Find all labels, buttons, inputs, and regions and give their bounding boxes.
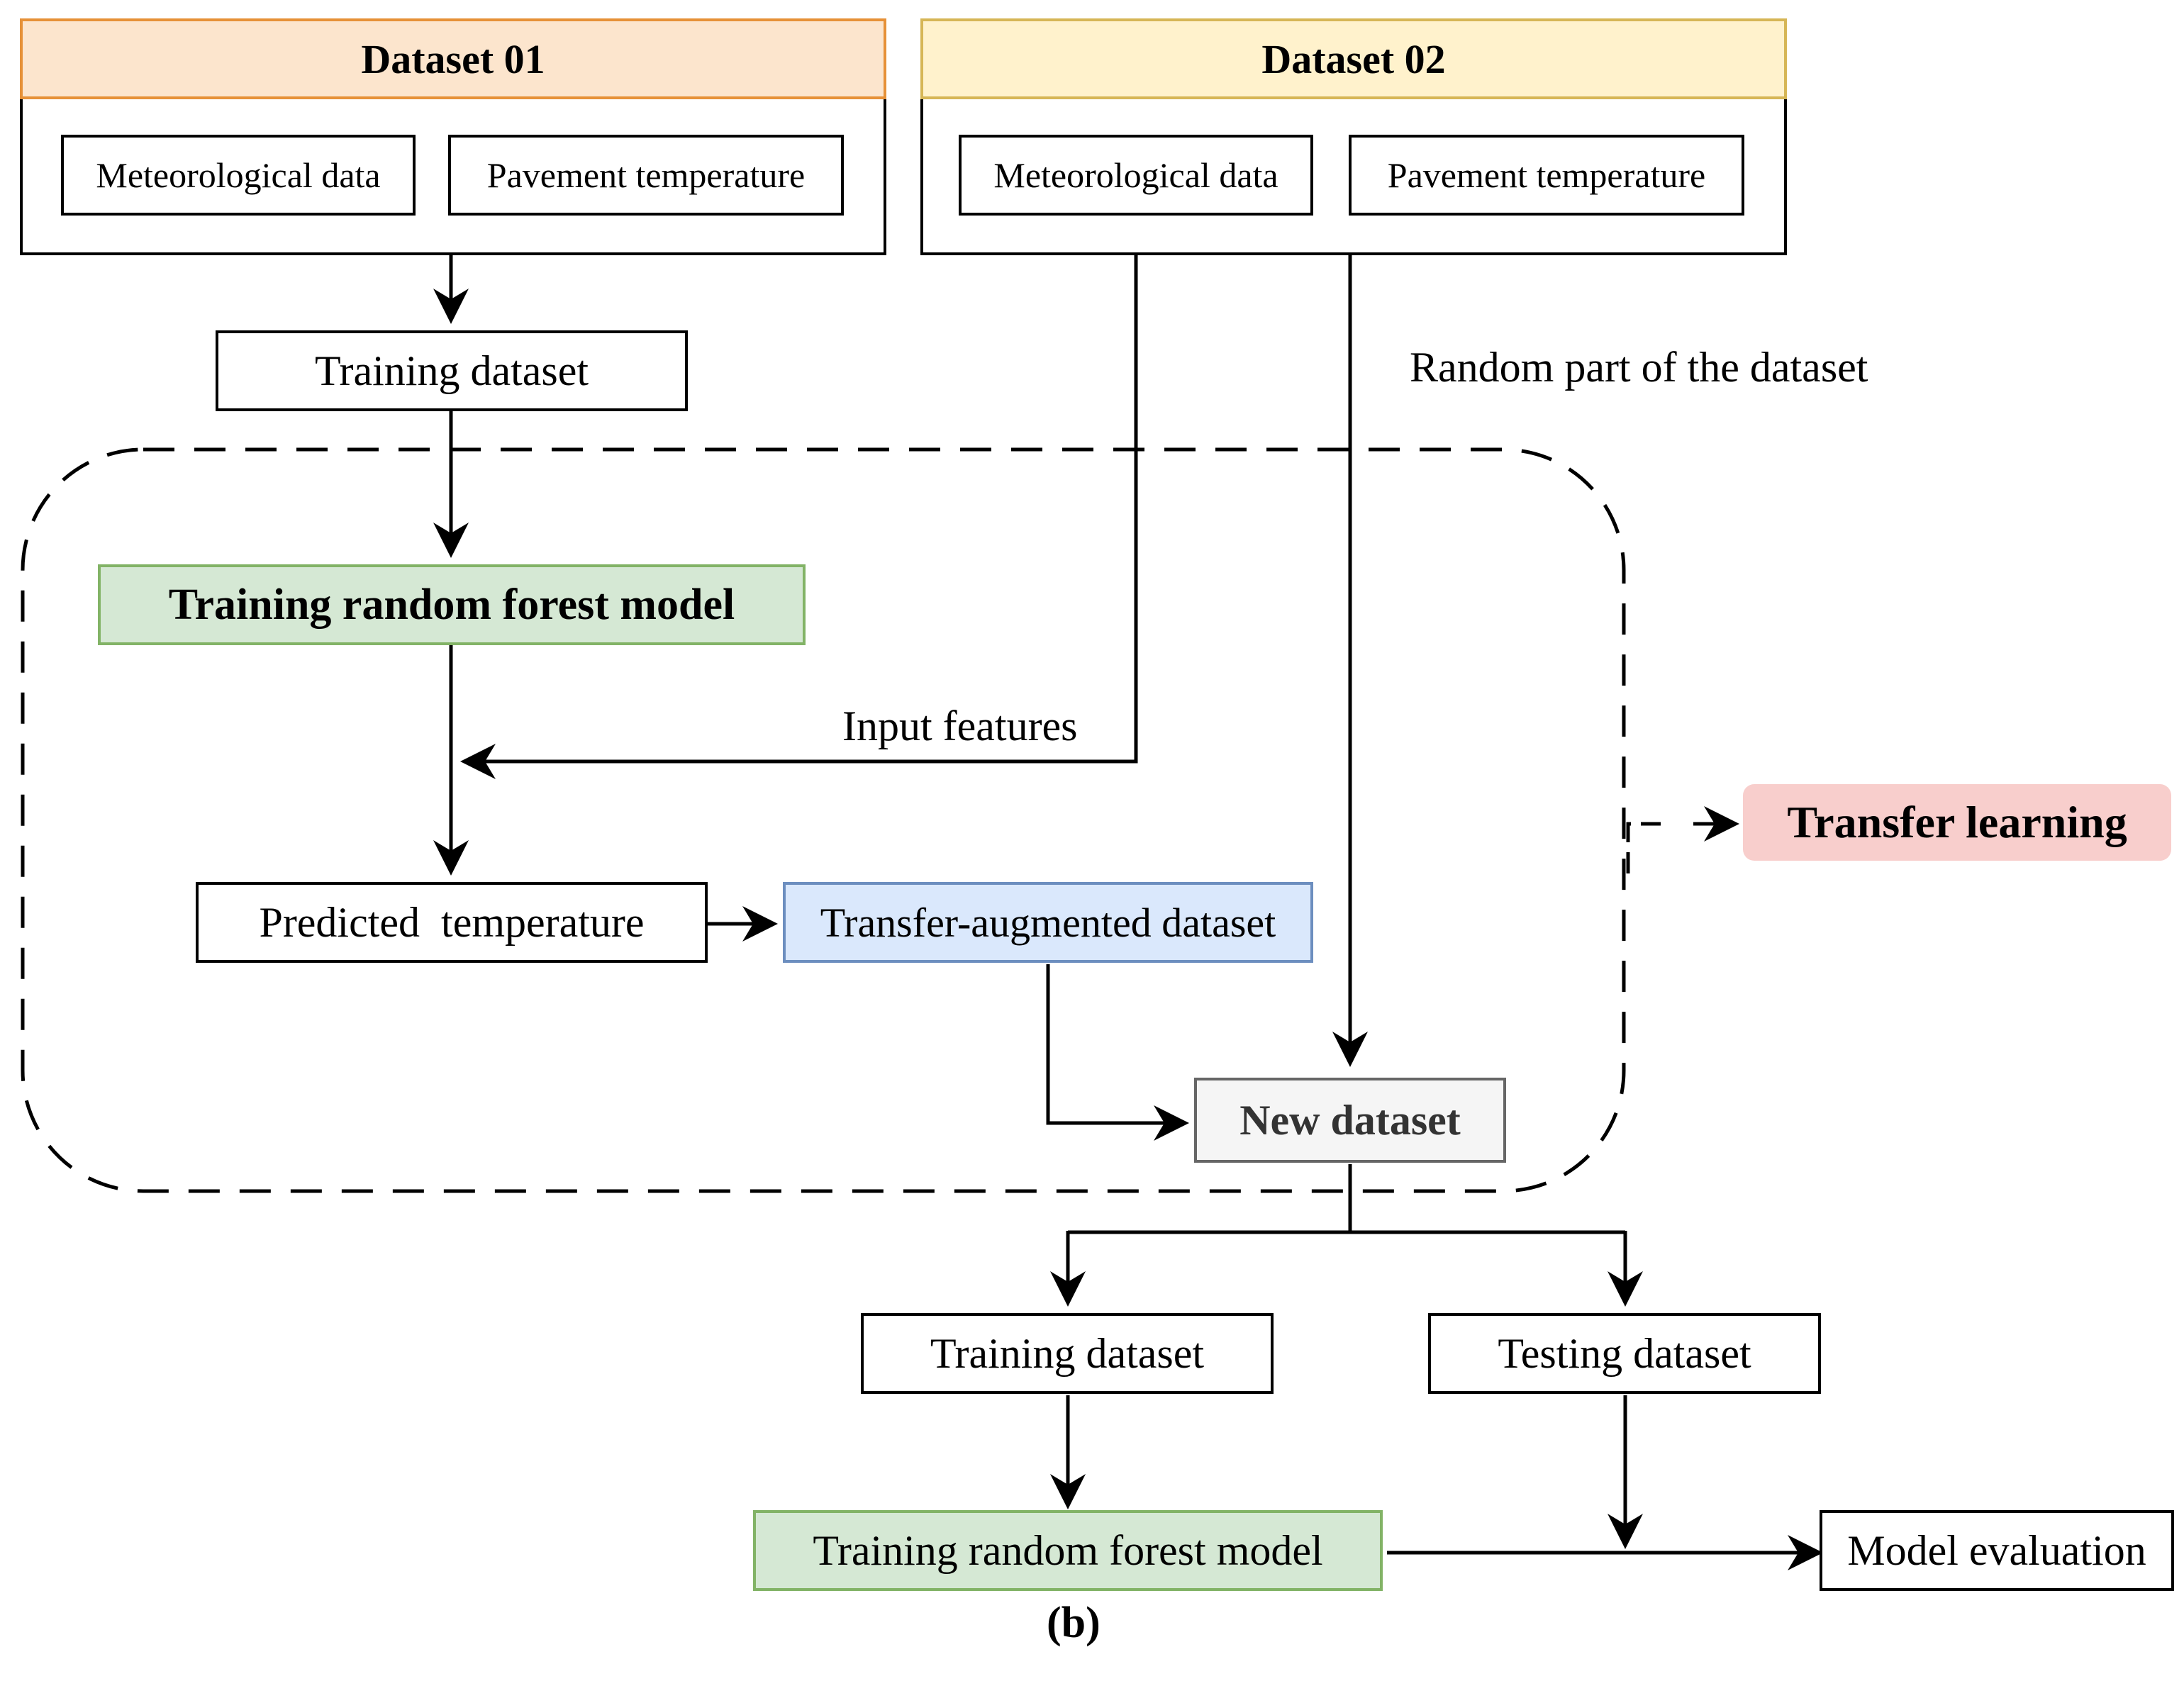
transfer-learning-pointer bbox=[1626, 822, 1661, 873]
dataset01-pavement-temperature: Pavement temperature bbox=[448, 135, 844, 216]
dataset02-pavement-temperature: Pavement temperature bbox=[1349, 135, 1744, 216]
training-rf-model-top: Training random forest model bbox=[98, 564, 806, 645]
dataset01-header: Dataset 01 bbox=[20, 18, 886, 99]
transfer-learning-badge: Transfer learning bbox=[1743, 784, 2171, 861]
transfer-augmented-dataset: Transfer-augmented dataset bbox=[783, 882, 1313, 963]
new-dataset: New dataset bbox=[1194, 1078, 1506, 1163]
panel-label: (b) bbox=[1047, 1599, 1101, 1647]
arrow-input-features bbox=[460, 216, 1138, 779]
dataset02-title: Dataset 02 bbox=[1261, 35, 1446, 82]
dataset02-meteorological-data: Meteorological data bbox=[959, 135, 1313, 216]
training-dataset-bottom: Training dataset bbox=[861, 1313, 1274, 1394]
transfer-learning-region bbox=[21, 447, 1626, 1193]
predicted-temperature: Predicted temperature bbox=[196, 882, 708, 963]
input-features-label: Input features bbox=[842, 703, 1078, 749]
testing-dataset: Testing dataset bbox=[1428, 1313, 1821, 1394]
dataset01-title: Dataset 01 bbox=[361, 35, 545, 82]
model-evaluation: Model evaluation bbox=[1820, 1510, 2174, 1591]
training-dataset-top: Training dataset bbox=[216, 330, 688, 411]
dataset01-meteorological-data: Meteorological data bbox=[61, 135, 416, 216]
random-part-label: Random part of the dataset bbox=[1410, 344, 1868, 391]
dataset02-header: Dataset 02 bbox=[920, 18, 1787, 99]
training-rf-model-bottom: Training random forest model bbox=[753, 1510, 1383, 1591]
arrow-augmented-to-new bbox=[1046, 964, 1189, 1141]
